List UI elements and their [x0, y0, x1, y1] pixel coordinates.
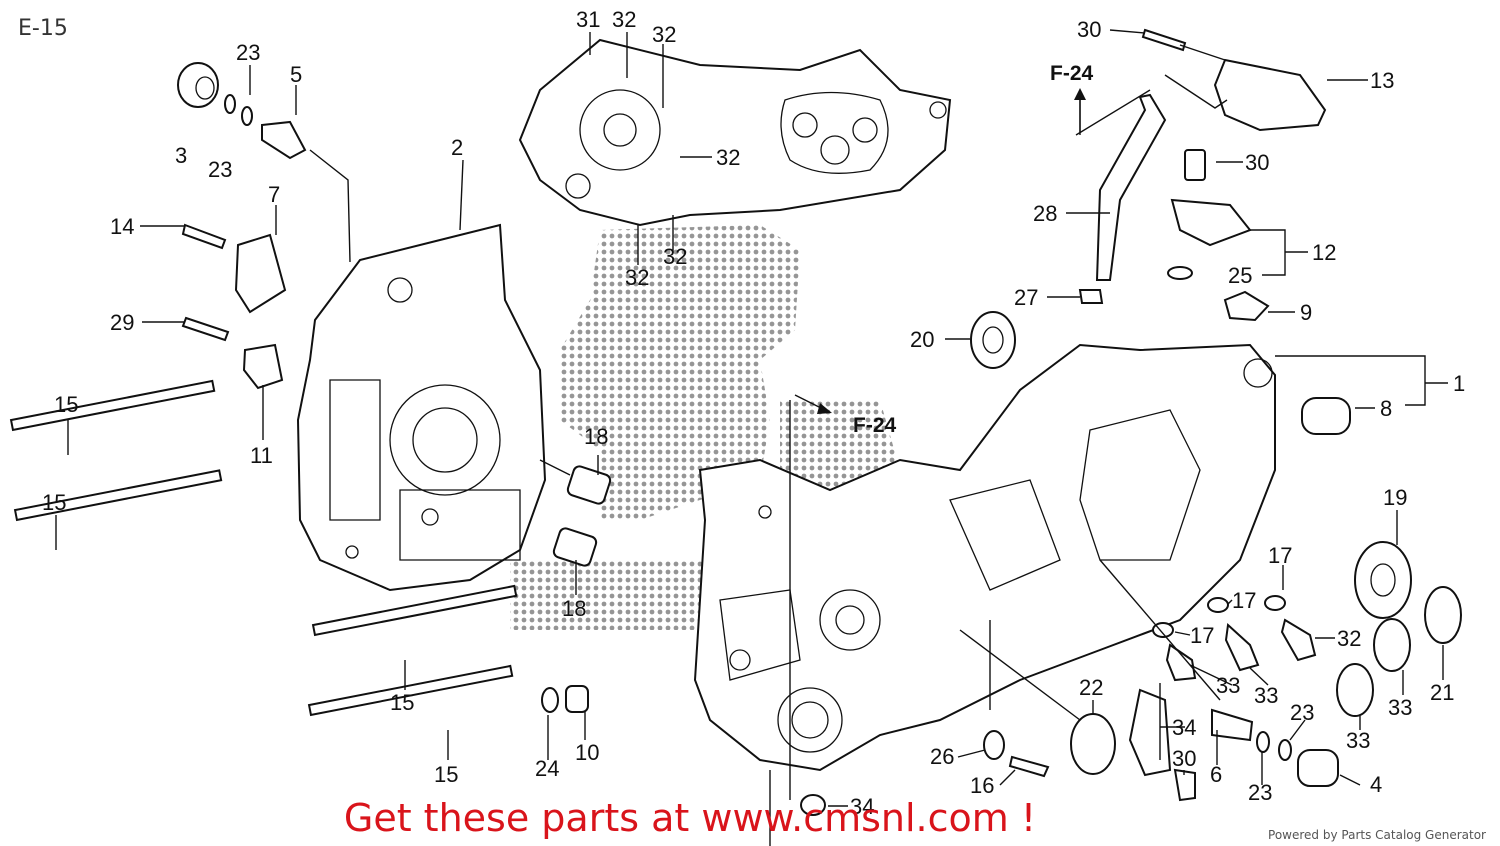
callout-6: 6: [1210, 762, 1222, 787]
callout-31: 31: [576, 7, 600, 32]
callout-32-e: 32: [663, 244, 687, 269]
upper-crankcase-diagram: [518, 38, 952, 227]
callout-32-d: 32: [625, 265, 649, 290]
callout-17-c: 17: [1190, 623, 1214, 648]
callout-4: 4: [1370, 772, 1382, 797]
callout-23-d: 23: [1248, 780, 1272, 805]
callout-30-a: 30: [1077, 17, 1101, 42]
callout-23-b: 23: [208, 157, 232, 182]
callout-32-b: 32: [652, 22, 676, 47]
powered-by-text: Powered by Parts Catalog Generator: [1268, 828, 1486, 842]
stud-bolts: [9, 379, 518, 717]
callout-18-a: 18: [584, 424, 608, 449]
callout-22: 22: [1079, 675, 1103, 700]
callout-18-b: 18: [562, 596, 586, 621]
callout-33-b: 33: [1216, 673, 1240, 698]
callout-23-a: 23: [236, 40, 260, 65]
callout-14: 14: [110, 214, 134, 239]
callout-33-c: 33: [1254, 683, 1278, 708]
callout-21: 21: [1430, 680, 1454, 705]
callout-29: 29: [110, 310, 134, 335]
callout-9: 9: [1300, 300, 1312, 325]
callout-5: 5: [290, 62, 302, 87]
callout-36: 34: [1172, 715, 1196, 740]
callout-15-b: 15: [42, 490, 66, 515]
callout-34-b: 33: [1346, 728, 1370, 753]
callout-34-a: 33: [1388, 695, 1412, 720]
callout-26: 26: [930, 744, 954, 769]
callout-20: 20: [910, 327, 934, 352]
callout-25: 25: [1228, 263, 1252, 288]
callout-35: 34: [850, 794, 874, 819]
callout-17-a: 17: [1268, 543, 1292, 568]
leader-lines: [55, 29, 1448, 846]
callout-17-b: 17: [1232, 588, 1256, 613]
callout-13: 13: [1370, 68, 1394, 93]
callout-15-a: 15: [54, 392, 78, 417]
callout-30-b: 30: [1245, 150, 1269, 175]
callout-1: 1: [1453, 371, 1465, 396]
callout-28: 28: [1033, 201, 1057, 226]
callout-10: 10: [575, 740, 599, 765]
ref-label-f24-top: F-24: [1050, 62, 1094, 85]
page-title: E-15: [18, 16, 68, 41]
callout-27: 27: [1014, 285, 1038, 310]
callout-numbers: 1 2 3 4 5 6 7 8 9 10 11 12 13 14 15 15 1…: [42, 7, 1465, 819]
ref-label-f24-center: F-24: [853, 414, 897, 437]
left-crankcase-diagram: [296, 223, 547, 592]
ref-arrows: [794, 88, 1086, 414]
callout-32-a: 32: [612, 7, 636, 32]
right-crankcase-diagram: [693, 343, 1276, 772]
callout-12: 12: [1312, 240, 1336, 265]
callout-7: 7: [268, 182, 280, 207]
callout-23-c: 23: [1290, 700, 1314, 725]
promo-banner: Get these parts at www.cmsnl.com !: [343, 796, 1037, 840]
callout-15-d: 15: [434, 762, 458, 787]
callout-24: 24: [535, 756, 559, 781]
callout-30-c: 30: [1172, 746, 1196, 771]
callout-16: 16: [970, 773, 994, 798]
callout-11: 11: [250, 443, 273, 468]
callout-8: 8: [1380, 396, 1392, 421]
callout-15-c: 15: [390, 690, 414, 715]
callout-32-c: 32: [716, 145, 740, 170]
callout-3: 3: [175, 143, 187, 168]
callout-33-a: 32: [1337, 626, 1361, 651]
callout-19: 19: [1383, 485, 1407, 510]
callout-2: 2: [451, 135, 463, 160]
